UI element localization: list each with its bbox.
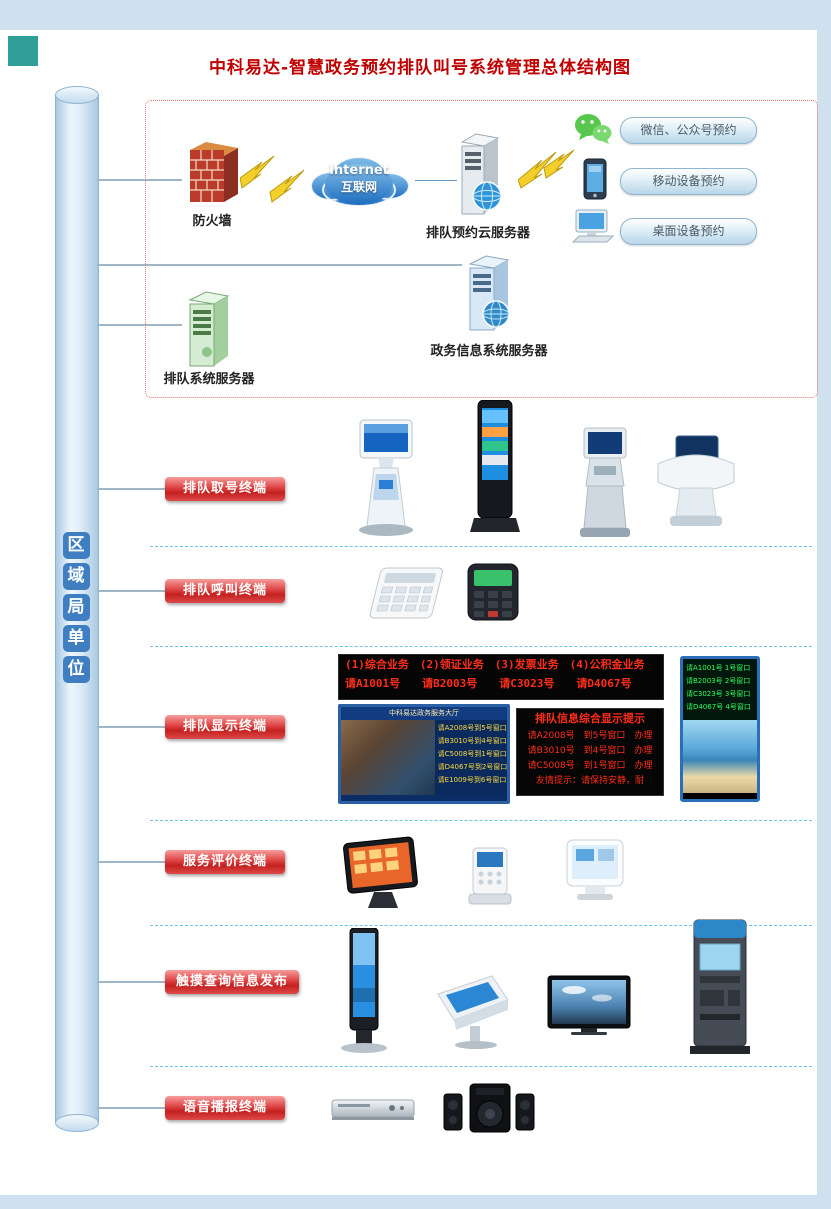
pipe-char-5: 位 — [62, 656, 90, 683]
page-title: 中科易达-智慧政务预约排队叫号系统管理总体结构图 — [208, 58, 632, 78]
atm-kiosk-image — [686, 916, 754, 1060]
evaluator-tablet-image — [558, 838, 632, 910]
corner-square — [8, 36, 38, 66]
info-led-display: 排队信息综合显示提示 请A2008号 到5号窗口 办理 请B3010号 到4号窗… — [516, 708, 664, 796]
row-label-display: 排队显示终端 — [165, 715, 285, 739]
firewall-icon — [182, 138, 244, 212]
connector-cloud-server — [415, 180, 457, 181]
connector-firewall — [97, 179, 182, 181]
row-label-voice: 语音播报终端 — [165, 1096, 285, 1120]
cloud-server-label: 排队预约云服务器 — [425, 226, 530, 241]
row-label-evaluate: 服务评价终端 — [165, 850, 285, 874]
wechat-icon — [573, 112, 613, 150]
smartphone-icon — [581, 157, 609, 205]
queue-server-icon — [180, 290, 238, 374]
vertical-queue-line: 请A1001号 1号窗口 — [686, 664, 751, 672]
ticket-kiosk-3-image — [570, 424, 640, 546]
region-pipe-top — [55, 86, 99, 104]
call-pos-image — [460, 562, 526, 628]
queue-server-label: 排队系统服务器 — [163, 372, 255, 387]
evaluator-small-image — [466, 846, 514, 912]
led-line-1: (1)综合业务 (2)领证业务 (3)发票业务 (4)公积金业务 — [345, 658, 645, 671]
row-label-call: 排队呼叫终端 — [165, 579, 285, 603]
hall-queue-line: 请A2008号到5号窗口 — [437, 724, 507, 732]
ticket-kiosk-2-image — [466, 399, 524, 544]
connector-row-3 — [97, 726, 167, 728]
info-led-line: 友情提示：请保持安静，耐 — [535, 776, 644, 786]
row-label-touch-query: 触摸查询信息发布 — [165, 970, 299, 994]
lightning-icon — [239, 152, 306, 208]
info-led-line: 请A2008号 到5号窗口 办理 — [527, 731, 653, 741]
frame-right — [817, 0, 831, 1209]
separator-4 — [150, 925, 812, 926]
hall-screen-queue-list: 请A2008号到5号窗口 请B3010号到4号窗口 请C5008号到1号窗口 请… — [434, 720, 507, 795]
separator-5 — [150, 1066, 812, 1067]
hall-queue-line: 请C5008号到1号窗口 — [437, 750, 507, 758]
speakers-image — [442, 1080, 538, 1142]
internet-cloud-icon — [303, 148, 415, 216]
vertical-screen-photo — [683, 720, 757, 793]
row-label-ticket: 排队取号终端 — [165, 477, 285, 501]
ticket-kiosk-4-image — [650, 432, 742, 536]
channel-mobile: 移动设备预约 — [620, 168, 757, 195]
connector-row-6 — [97, 1107, 167, 1109]
internet-cloud-label: Internet 互联网 — [303, 163, 415, 195]
separator-2 — [150, 646, 812, 647]
floor-kiosk-image — [336, 927, 392, 1060]
evaluator-tablet-stand-image — [340, 836, 426, 916]
info-led-line: 请C5008号 到1号窗口 办理 — [527, 761, 653, 771]
internet-label-en: Internet — [329, 163, 389, 178]
info-led-line: 请B3010号 到4号窗口 办理 — [527, 746, 653, 756]
internet-label-zh: 互联网 — [340, 180, 377, 194]
lightning-icon-2 — [517, 146, 575, 194]
vertical-screen-queue-list: 请A1001号 1号窗口 请B2003号 2号窗口 请C3023号 3号窗口 请… — [683, 659, 757, 720]
hall-screen-display: 中科易达政务服务大厅 请A2008号到5号窗口 请B3010号到4号窗口 请C5… — [338, 704, 510, 804]
hall-queue-line: 请E1009号到6号窗口 — [437, 776, 507, 784]
gov-server-icon — [460, 254, 518, 342]
connector-row-5 — [97, 981, 167, 983]
connector-row-4 — [97, 861, 167, 863]
pipe-char-2: 域 — [62, 563, 90, 590]
pipe-char-4: 单 — [62, 625, 90, 652]
connector-row-1 — [97, 488, 167, 490]
hall-screen-photo — [341, 720, 435, 795]
channel-wechat: 微信、公众号预约 — [620, 117, 757, 144]
connector-queue-server — [97, 324, 182, 326]
tv-display-image — [546, 974, 632, 1042]
firewall-label: 防火墙 — [192, 214, 232, 229]
pipe-char-1: 区 — [62, 532, 90, 559]
vertical-screen-display: 请A1001号 1号窗口 请B2003号 2号窗口 请C3023号 3号窗口 请… — [680, 656, 760, 802]
ticket-kiosk-1-image — [348, 418, 424, 544]
led-strip-display: (1)综合业务 (2)领证业务 (3)发票业务 (4)公积金业务 请A1001号… — [338, 654, 664, 700]
separator-3 — [150, 820, 812, 821]
network-zone-box — [145, 100, 818, 398]
separator-1 — [150, 546, 812, 547]
connector-gov-server — [97, 264, 462, 266]
region-pipe-bottom — [55, 1114, 99, 1132]
desktop-icon — [571, 208, 615, 250]
vertical-queue-line: 请D4067号 4号窗口 — [686, 703, 751, 711]
region-pipe-label: 区 域 局 单 位 — [62, 532, 90, 687]
vertical-queue-line: 请C3023号 3号窗口 — [686, 690, 751, 698]
hall-screen-header: 中科易达政务服务大厅 — [341, 707, 507, 720]
connector-row-2 — [97, 590, 167, 592]
hall-queue-line: 请D4067号到2号窗口 — [437, 763, 507, 771]
call-keypad-image — [362, 566, 448, 626]
hall-queue-line: 请B3010号到4号窗口 — [437, 737, 507, 745]
frame-bottom — [0, 1195, 831, 1209]
gov-server-label: 政务信息系统服务器 — [430, 344, 548, 359]
cloud-server-icon — [452, 132, 508, 226]
led-line-2: 请A1001号 请B2003号 请C3023号 请D4067号 — [345, 677, 632, 690]
table-kiosk-image — [428, 966, 514, 1054]
dvd-player-image — [330, 1096, 416, 1128]
info-led-title: 排队信息综合显示提示 — [535, 712, 645, 725]
channel-desktop: 桌面设备预约 — [620, 218, 757, 245]
pipe-char-3: 局 — [62, 594, 90, 621]
frame-top — [0, 0, 831, 30]
vertical-queue-line: 请B2003号 2号窗口 — [686, 677, 751, 685]
